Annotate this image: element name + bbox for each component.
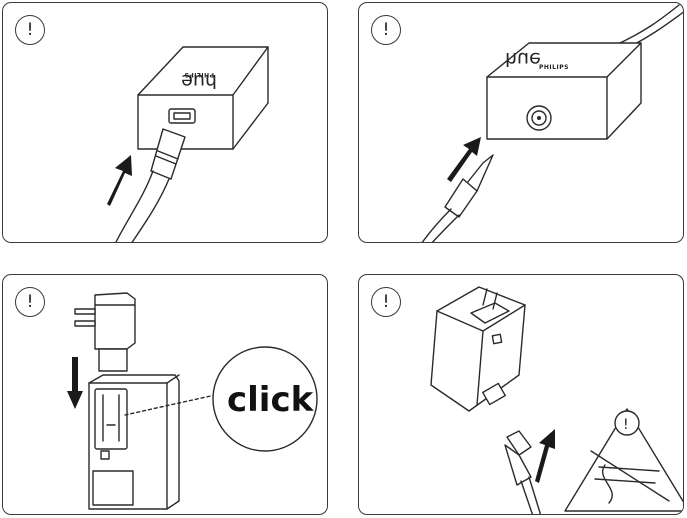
dc-cable bbox=[421, 208, 460, 242]
dc-cable bbox=[520, 476, 542, 514]
insert-arrow-icon bbox=[535, 429, 555, 483]
plug-face bbox=[470, 302, 510, 324]
attach-plug-adapter-illustration: click bbox=[67, 292, 318, 510]
instruction-panel-3: click ! bbox=[2, 274, 328, 515]
insert-arrow-icon bbox=[107, 155, 132, 206]
instruction-panel-2: hue PHILIPS ! bbox=[358, 2, 684, 243]
warning-icon: ! bbox=[15, 15, 45, 45]
adapter-slot bbox=[94, 388, 128, 450]
instruction-panel-1: PHILIPS hue ! bbox=[2, 2, 328, 243]
connect-flat-cable-illustration: PHILIPS hue bbox=[107, 46, 269, 242]
plug-prongs bbox=[482, 288, 498, 310]
dc-plug-body bbox=[444, 178, 478, 218]
product-label: hue bbox=[505, 48, 541, 70]
dc-plug-body bbox=[504, 444, 532, 486]
plug-adapter bbox=[94, 292, 136, 350]
flat-port bbox=[168, 108, 196, 124]
adapter-slide bbox=[98, 348, 128, 372]
strip-light-icon bbox=[594, 464, 660, 504]
adapter-prong-top bbox=[74, 308, 96, 315]
adapter-prong-bottom bbox=[74, 320, 96, 327]
insert-arrow-icon bbox=[447, 137, 481, 182]
warning-icon: ! bbox=[371, 287, 401, 317]
slide-down-arrow-icon bbox=[67, 357, 83, 409]
instruction-panel-4: ! ! bbox=[358, 274, 684, 515]
product-label: hue bbox=[181, 70, 217, 92]
flat-connector bbox=[150, 128, 186, 180]
callout-leader bbox=[124, 394, 216, 416]
controller-box bbox=[137, 46, 269, 150]
prohibition-slash bbox=[590, 450, 670, 502]
brand-label: PHILIPS bbox=[539, 64, 569, 71]
warning-icon: ! bbox=[15, 287, 45, 317]
hazard-triangle bbox=[564, 408, 683, 512]
click-callout bbox=[212, 346, 318, 452]
connect-power-supply-illustration: ! bbox=[430, 286, 683, 514]
dc-plug-tip bbox=[506, 430, 532, 456]
brand-label: PHILIPS bbox=[184, 71, 214, 78]
hazard-warning-icon bbox=[614, 410, 640, 436]
dc-outlet bbox=[482, 382, 506, 406]
warning-icon: ! bbox=[371, 15, 401, 45]
controller-box bbox=[486, 42, 642, 140]
hazard-warning-symbol: ! bbox=[623, 417, 629, 433]
flat-cable bbox=[115, 170, 170, 242]
connect-dc-cable-illustration: hue PHILIPS bbox=[421, 4, 683, 242]
click-label: click bbox=[227, 380, 315, 420]
